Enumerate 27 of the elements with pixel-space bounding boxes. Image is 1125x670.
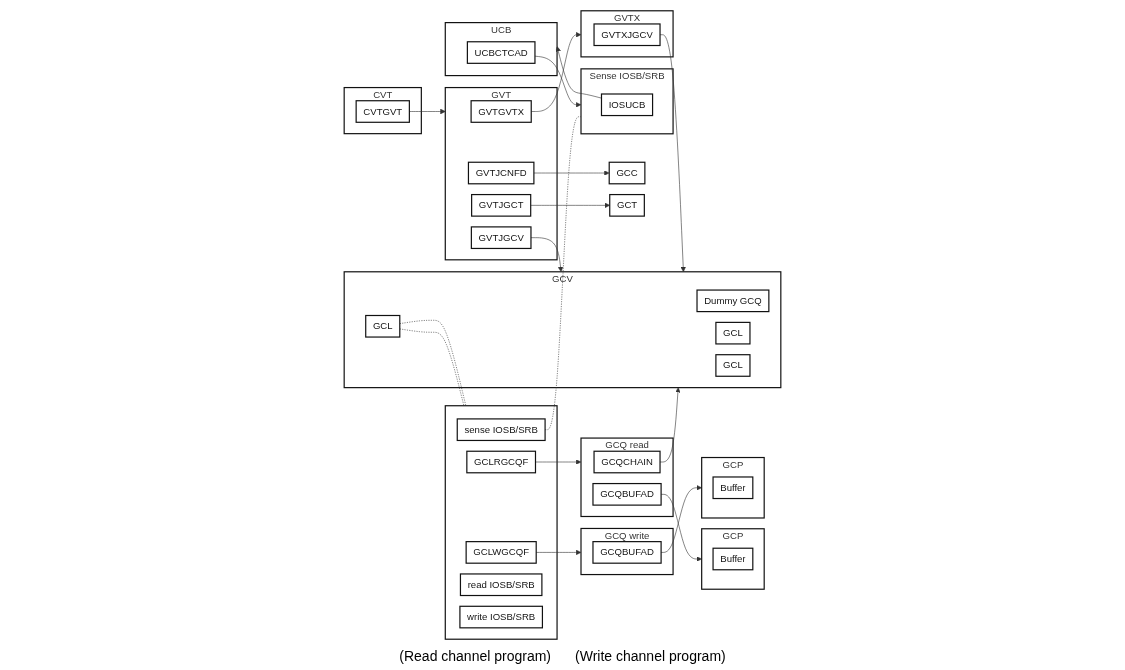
node-box: GVTJCNFD — [467, 161, 535, 185]
node-box: GCQBUFAD — [592, 482, 662, 506]
node-box: Buffer — [712, 547, 754, 571]
node-box: CVTGVT — [355, 100, 410, 123]
node-box: GVTXJGCV — [593, 23, 661, 47]
node-box: GCL — [715, 321, 751, 345]
node-box: sense IOSB/SRB — [456, 418, 546, 442]
node-box: GVTJGCV — [470, 226, 532, 250]
node-box: GCQCHAIN — [593, 450, 661, 474]
node-box: GVTJGCT — [471, 193, 532, 217]
node-box: GVTGVTX — [470, 100, 532, 123]
cluster — [444, 405, 558, 640]
node-box: GCC — [608, 161, 646, 185]
node-box: IOSUCB — [600, 93, 654, 117]
node-box: GCT — [609, 193, 645, 217]
node-box: read IOSB/SRB — [459, 573, 543, 597]
node-box: GCL — [715, 354, 751, 377]
node-box: Buffer — [712, 476, 754, 500]
note-text: (Read channel program) — [399, 648, 552, 664]
node-box: write IOSB/SRB — [459, 605, 543, 629]
node-box: GCLRGCQF — [466, 450, 537, 474]
node-box: GCL — [365, 314, 401, 338]
node-box: GCLWGCQF — [465, 541, 537, 564]
node-box: UCBCTCAD — [466, 41, 536, 64]
node-box: GCQBUFAD — [592, 541, 662, 564]
note-text: (Write channel program) — [575, 648, 726, 664]
node-box: Dummy GCQ — [696, 289, 770, 313]
